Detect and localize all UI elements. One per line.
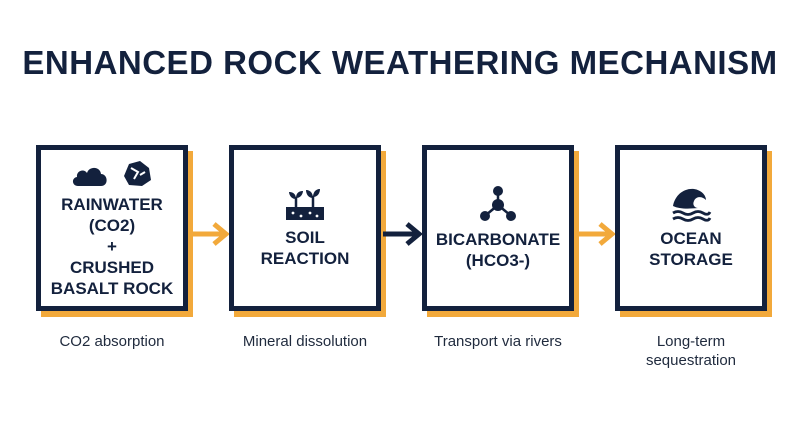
stage-bicarbonate: BICARBONATE (HCO3-)	[422, 145, 574, 311]
stage-label: BICARBONATE (HCO3-)	[435, 230, 561, 270]
wave-icon	[672, 188, 712, 222]
stage-label: RAINWATER (CO2) + CRUSHED BASALT ROCK	[50, 194, 174, 298]
caption-mineral-dissolution: Mineral dissolution	[242, 333, 368, 350]
stage-soil-reaction: SOIL REACTION	[229, 145, 381, 311]
arrow-right-icon	[190, 222, 230, 246]
molecule-icon	[480, 186, 516, 221]
page-title: ENHANCED ROCK WEATHERING MECHANISM	[22, 44, 778, 81]
stage-label: SOIL REACTION	[260, 228, 350, 268]
arrow-right-icon	[576, 222, 616, 246]
stage-ocean-storage: OCEAN STORAGE	[615, 145, 767, 311]
caption-sequestration: Long-term sequestration	[645, 333, 737, 369]
arrow-right-icon	[383, 222, 423, 246]
caption-co2-absorption: CO2 absorption	[59, 333, 165, 350]
caption-transport: Transport via rivers	[434, 333, 562, 350]
stage-label: OCEAN STORAGE	[649, 229, 733, 269]
sprout-soil-icon	[286, 189, 324, 220]
cloud-icon	[72, 167, 107, 186]
stage-rainwater-basalt: RAINWATER (CO2) + CRUSHED BASALT ROCK	[36, 145, 188, 311]
rock-icon	[124, 160, 151, 186]
